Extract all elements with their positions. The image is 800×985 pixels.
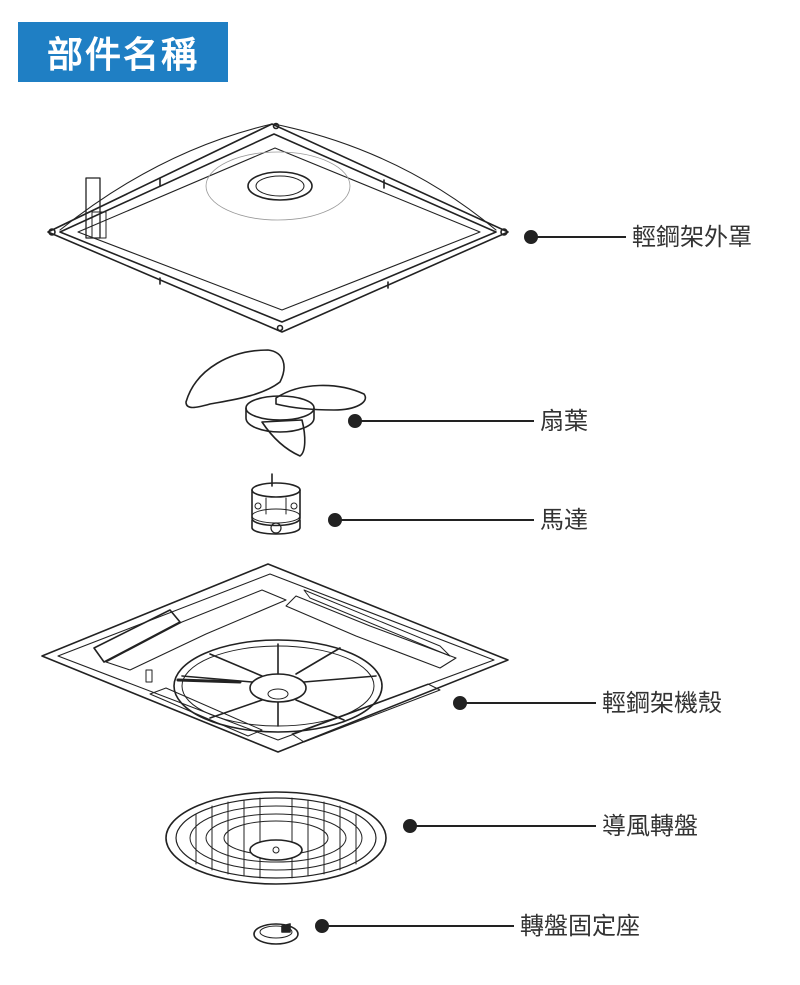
ceiling-housing-illustration (41, 563, 509, 753)
motor-illustration (251, 473, 301, 535)
callout-line-air-guide-turntable (403, 819, 596, 833)
label-air-guide-turntable: 導風轉盤 (602, 812, 698, 840)
label-ceiling-cover: 輕鋼架外罩 (632, 223, 752, 251)
label-motor: 馬達 (540, 506, 588, 534)
callout-line-ceiling-cover (524, 230, 626, 244)
fan-blade-illustration (185, 349, 367, 457)
label-ceiling-housing: 輕鋼架機殼 (602, 689, 722, 717)
label-turntable-mount: 轉盤固定座 (520, 912, 640, 940)
page-title: 部件名稱 (18, 22, 228, 82)
air-guide-turntable-illustration (165, 791, 387, 885)
callout-line-turntable-mount (315, 919, 514, 933)
callout-line-ceiling-housing (453, 696, 596, 710)
turntable-mount-illustration (253, 923, 299, 945)
ceiling-cover-illustration (47, 122, 509, 333)
label-fan-blade: 扇葉 (540, 407, 588, 435)
callout-line-motor (328, 513, 534, 527)
callout-line-fan-blade (348, 414, 534, 428)
